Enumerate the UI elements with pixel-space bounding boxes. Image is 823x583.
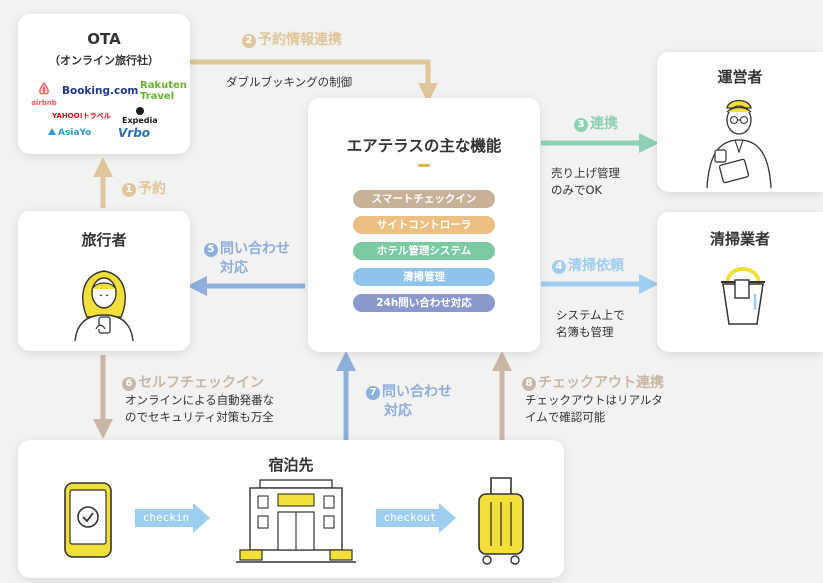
- cleaner-title: 清掃業者: [709, 230, 770, 248]
- lodging-title: 宿泊先: [268, 456, 314, 474]
- flow-4-label-text: 清掃依頼: [568, 258, 624, 274]
- arrow-2-reservation-sync: [190, 59, 438, 103]
- feature-pill-site-controller: サイトコントローラ: [353, 216, 495, 234]
- airbnb-logo: airbnb: [28, 80, 60, 107]
- feature-pill-24h-inquiry: 24h問い合わせ対応: [353, 294, 495, 312]
- expedia-icon: [135, 107, 144, 115]
- cleaning-bucket-icon: [721, 267, 765, 325]
- checkin-step-label: checkin: [142, 511, 190, 524]
- flow-4-note-line1: システム上で: [556, 308, 625, 322]
- feature-pill-cleaning-management: 清掃管理: [353, 268, 495, 286]
- operator-man-with-tablet-icon: [706, 99, 772, 188]
- operator-card: 運営者: [657, 52, 823, 192]
- lodging-card: 宿泊先 checkin checkout: [18, 440, 564, 578]
- flow-7-label-text: 問い合わせ: [382, 384, 452, 400]
- rakuten-logo-1: Rakuten: [140, 80, 187, 91]
- yahoo-travel-logo: YAHOO!トラベル: [52, 112, 111, 120]
- checkin-step-arrow: checkin: [135, 503, 210, 533]
- traveler-card: 旅行者: [18, 211, 190, 351]
- flow-4-number: 4: [552, 260, 566, 274]
- checkout-arrow-shape: [376, 503, 456, 533]
- flow-7-label-line2: 対応: [384, 403, 412, 419]
- traveler-title: 旅行者: [81, 231, 127, 249]
- ota-card: OTA （オンライン旅行社） airbnb Booking.com Rakute…: [18, 14, 190, 154]
- flow-8-note-line1: チェックアウトはリアルタ: [525, 393, 663, 407]
- center-title: エアテラスの主な機能: [346, 137, 502, 155]
- checkin-arrow-shape: [135, 503, 210, 533]
- asiayo-icon: [48, 128, 56, 135]
- flow-3-number: 3: [574, 118, 588, 132]
- asiayo-logo-text: AsiaYo: [58, 128, 92, 138]
- flow-2-note: ダブルブッキングの制御: [226, 75, 353, 89]
- flow-6-number: 6: [122, 377, 136, 391]
- flow-3-note-line1: 売り上げ管理: [551, 166, 620, 180]
- flow-8-note-line2: イムで確認可能: [525, 410, 606, 424]
- operator-title: 運営者: [717, 68, 763, 86]
- flow-2-label-text: 予約情報連携: [258, 32, 342, 48]
- flow-4-note-line2: 名簿も管理: [556, 325, 614, 339]
- flow-7-number: 7: [366, 386, 380, 400]
- flow-2-number: 2: [242, 34, 256, 48]
- asiayo-logo: AsiaYo: [48, 128, 91, 138]
- airbnb-icon: [39, 81, 49, 95]
- feature-pill-hotel-management: ホテル管理システム: [353, 242, 495, 260]
- booking-logo: Booking.com: [62, 85, 139, 97]
- ota-subtitle: （オンライン旅行社）: [49, 54, 159, 67]
- flow-6-note-line2: のでセキュリティ対策も万全: [125, 410, 274, 424]
- expedia-logo: Expedia: [122, 107, 158, 125]
- suitcase-icon: [478, 477, 524, 565]
- rakuten-logo-2: Travel: [140, 91, 175, 102]
- flow-5-number: 5: [204, 243, 218, 257]
- flow-5-label-line2: 対応: [220, 260, 248, 276]
- center-title-accent: [418, 164, 430, 167]
- traveler-woman-with-phone-icon: [74, 270, 134, 341]
- ota-title: OTA: [87, 30, 121, 48]
- checkout-step-arrow: checkout: [376, 503, 456, 533]
- flow-6-note-line1: オンラインによる自動発番な: [125, 393, 275, 407]
- flow-3-label-text: 連携: [590, 116, 618, 132]
- flow-1-label-text: 予約: [138, 181, 166, 197]
- checkout-step-label: checkout: [383, 511, 437, 524]
- flow-1-number: 1: [122, 183, 136, 197]
- flow-5-label-text: 問い合わせ: [220, 241, 290, 257]
- flow-6-label-text: セルフチェックイン: [138, 375, 264, 391]
- expedia-logo-text: Expedia: [122, 116, 158, 125]
- flow-8-number: 8: [522, 377, 536, 391]
- flow-3-note-line2: のみでOK: [551, 183, 603, 197]
- airbnb-logo-text: airbnb: [31, 99, 57, 107]
- feature-pill-smart-checkin: スマートチェックイン: [353, 190, 495, 208]
- center-features-card: エアテラスの主な機能 スマートチェックイン サイトコントローラ ホテル管理システ…: [308, 98, 540, 352]
- cleaner-card: 清掃業者: [657, 212, 823, 352]
- vrbo-logo: Vrbo: [118, 126, 151, 140]
- flow-8-label-text: チェックアウト連携: [538, 375, 664, 391]
- smartphone-checkin-icon: [64, 482, 112, 558]
- hotel-building-icon: [236, 479, 356, 563]
